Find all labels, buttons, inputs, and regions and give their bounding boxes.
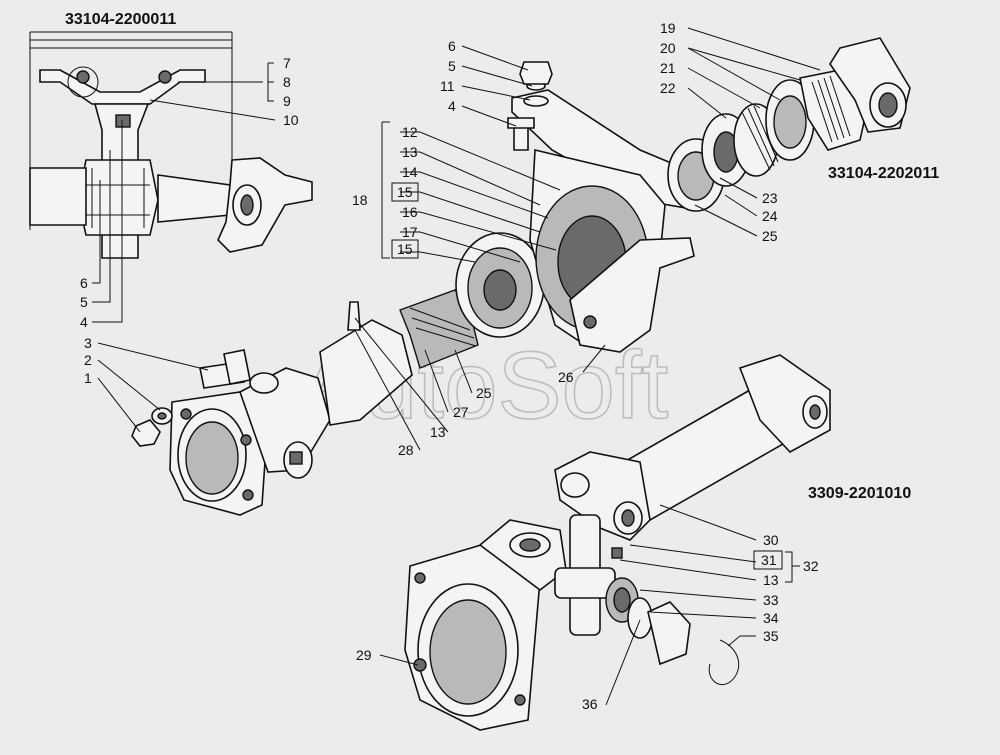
callout-13-mid: 13 <box>430 424 446 440</box>
callout-15-top: 15 <box>397 184 413 200</box>
assembly-code-inset: 33104-2200011 <box>65 11 176 28</box>
callout-8: 8 <box>283 74 291 90</box>
callout-2: 2 <box>84 352 92 368</box>
callout-29: 29 <box>356 647 372 663</box>
callout-12: 12 <box>402 124 418 140</box>
callout-5: 5 <box>448 58 456 74</box>
assembly-code-rear-shaft: 3309-2201010 <box>808 485 911 502</box>
callout-10: 10 <box>283 112 299 128</box>
callout-34: 34 <box>763 610 779 626</box>
callout-21: 21 <box>660 60 676 76</box>
callout-4-inset: 4 <box>80 314 88 330</box>
callout-6-inset: 6 <box>80 275 88 291</box>
callout-14: 14 <box>402 164 418 180</box>
callout-19: 19 <box>660 20 676 36</box>
callout-23: 23 <box>762 190 778 206</box>
front-yoke-assembly <box>667 37 911 212</box>
callout-17: 17 <box>402 224 418 240</box>
callout-3: 3 <box>84 335 92 351</box>
rear-propeller-shaft <box>554 354 831 541</box>
callout-4: 4 <box>448 98 456 114</box>
callout-9: 9 <box>283 93 291 109</box>
callout-16: 16 <box>402 204 418 220</box>
inset-mounting-view <box>29 31 313 259</box>
callout-18: 18 <box>352 192 368 208</box>
callout-5-inset: 5 <box>80 294 88 310</box>
callout-1: 1 <box>84 370 92 386</box>
callout-11: 11 <box>440 78 455 94</box>
callout-27: 27 <box>453 404 469 420</box>
callout-28: 28 <box>398 442 414 458</box>
callout-numbers: 7 8 9 10 6 5 4 3 2 1 6 5 11 4 12 13 14 1… <box>80 20 819 712</box>
callout-25-top: 25 <box>762 228 778 244</box>
callout-36: 36 <box>582 696 598 712</box>
callout-7: 7 <box>283 55 291 71</box>
callout-20: 20 <box>660 40 676 56</box>
callout-22: 22 <box>660 80 676 96</box>
callout-31: 31 <box>761 552 777 568</box>
callout-32: 32 <box>803 558 819 574</box>
intermediate-support <box>507 61 713 353</box>
callout-25: 25 <box>476 385 492 401</box>
callout-35: 35 <box>763 628 779 644</box>
flange-and-spider <box>404 514 740 731</box>
callout-6: 6 <box>448 38 456 54</box>
callout-15-bottom: 15 <box>397 241 413 257</box>
callout-13-top: 13 <box>402 144 418 160</box>
leader-lines <box>92 27 821 706</box>
callout-33: 33 <box>763 592 779 608</box>
box-15-top <box>391 182 419 202</box>
assembly-code-front-yoke: 33104-2202011 <box>828 165 939 182</box>
callout-24: 24 <box>762 208 778 224</box>
callout-30: 30 <box>763 532 779 548</box>
box-31 <box>753 550 783 570</box>
callout-13-low: 13 <box>763 572 779 588</box>
callout-26: 26 <box>558 369 574 385</box>
main-propeller-shaft <box>131 232 545 516</box>
box-15-bottom <box>391 239 419 259</box>
